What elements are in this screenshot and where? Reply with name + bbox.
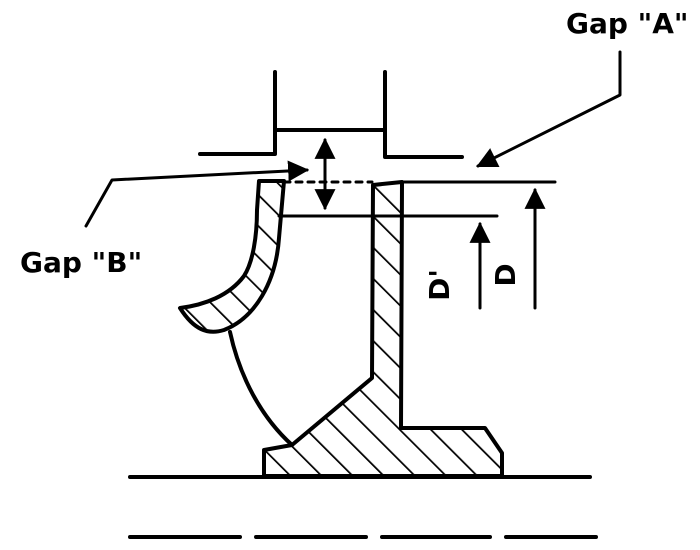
dimension-label-d: D [489, 263, 522, 286]
impeller-vane [228, 330, 294, 447]
extension-lines [277, 180, 557, 218]
gap-b-leader [84, 160, 310, 228]
impeller-hub [262, 180, 504, 478]
gap-b-label: Gap "B" [20, 246, 142, 279]
shaft-lines [128, 475, 598, 539]
impeller-shroud [178, 179, 286, 334]
casing-outline [198, 70, 464, 159]
gap-a-label: Gap "A" [566, 7, 689, 40]
gap-a-leader [476, 50, 622, 168]
dimension-label-d-prime: D' [423, 269, 456, 301]
